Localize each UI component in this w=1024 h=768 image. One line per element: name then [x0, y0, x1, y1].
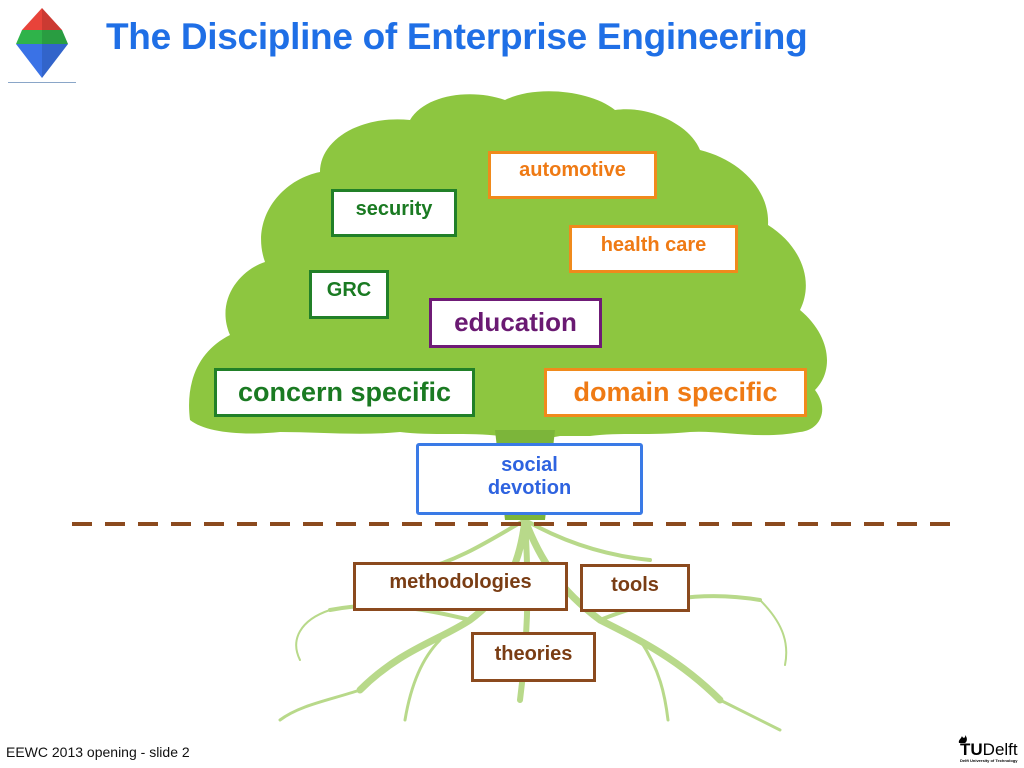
- automotive-box: automotive: [488, 151, 657, 199]
- theories-box: theories: [471, 632, 596, 682]
- education-box: education: [429, 298, 602, 348]
- page-title: The Discipline of Enterprise Engineering: [106, 16, 808, 57]
- pyramid-icon: [16, 8, 68, 78]
- concern-specific-box: concern specific: [214, 368, 475, 417]
- tools-box: tools: [580, 564, 690, 612]
- tu-u: U: [970, 740, 983, 759]
- tu-subtitle: Delft University of Technology: [960, 758, 1018, 763]
- devotion-label: devotion: [487, 477, 572, 499]
- security-label: security: [355, 197, 433, 220]
- logo-underline: [8, 82, 76, 83]
- tu-delft-word: Delft: [982, 740, 1018, 759]
- social-label: social: [501, 454, 558, 476]
- domain-specific-label: domain specific: [573, 376, 778, 407]
- health-care-label: health care: [600, 233, 707, 256]
- social-devotion-box: social devotion: [416, 443, 643, 515]
- slide-footer: EEWC 2013 opening - slide 2: [6, 744, 190, 760]
- methodologies-box: methodologies: [353, 562, 568, 611]
- tools-label: tools: [611, 573, 659, 596]
- domain-specific-box: domain specific: [544, 368, 807, 417]
- concern-specific-label: concern specific: [237, 376, 452, 407]
- flame-icon: [958, 735, 967, 743]
- tu-t: T: [960, 740, 971, 759]
- grc-box: GRC: [309, 270, 389, 319]
- health-care-box: health care: [569, 225, 738, 273]
- methodologies-label: methodologies: [389, 571, 532, 593]
- tu-delft-logo: TUDelft Delft University of Technology: [956, 734, 1020, 766]
- security-box: security: [331, 189, 457, 237]
- grc-label: GRC: [326, 279, 372, 301]
- automotive-label: automotive: [519, 158, 626, 181]
- education-label: education: [454, 307, 577, 338]
- theories-label: theories: [494, 642, 573, 665]
